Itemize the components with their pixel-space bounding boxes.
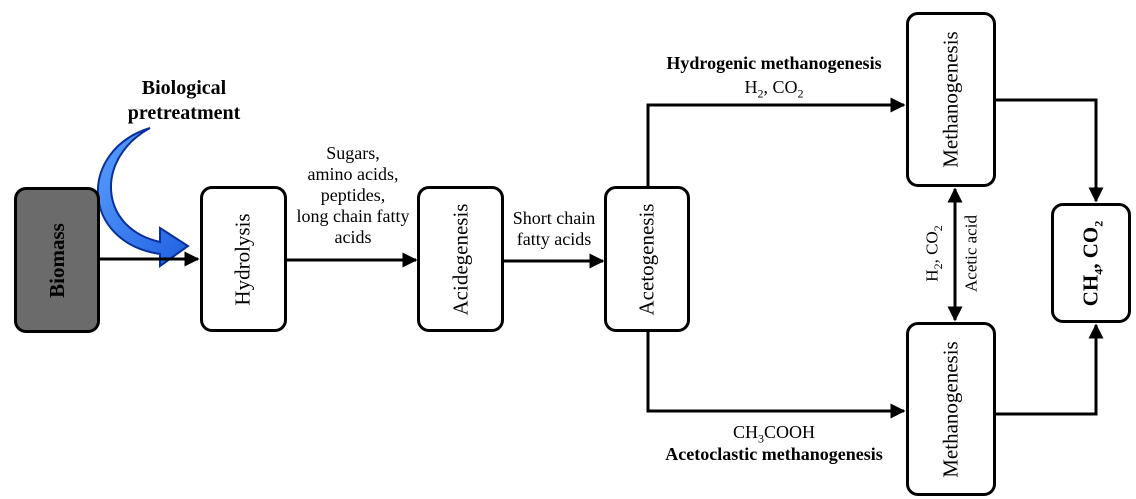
hydrogenic-gas-label: H2, CO2 [744, 77, 804, 101]
arrow-acetoclastic-path [646, 332, 906, 419]
vertical-acetic-label: Acetic acid [961, 215, 981, 292]
arrow-hydrogenic-path [646, 97, 906, 186]
methanogenesis-bottom-node: Methanogenesis [906, 322, 996, 496]
arrow-bottom-to-products [996, 323, 1104, 416]
curved-arrow-icon [97, 127, 190, 268]
pretreatment-label: Biological pretreatment [127, 77, 241, 124]
acetogenesis-label: Acetogenesis [634, 203, 659, 315]
biomass-label: Biomass [44, 222, 69, 298]
vertical-h2co2-label: H2, CO2 [922, 225, 945, 282]
hydrolysis-label: Hydrolysis [231, 212, 255, 306]
acidegenesis-node: Acidegenesis [417, 186, 504, 332]
acetogenesis-node: Acetogenesis [604, 186, 690, 332]
hydrolysis-products-label: Sugars, amino acids, peptides, long chai… [296, 143, 410, 247]
hydrolysis-node: Hydrolysis [200, 186, 287, 332]
methanogenesis-top-label: Methanogenesis [938, 31, 963, 168]
methanogenesis-bottom-label: Methanogenesis [938, 340, 963, 478]
methanogenesis-top-node: Methanogenesis [906, 12, 996, 187]
biomass-node: Biomass [14, 187, 100, 333]
products-node: CH4, CO2 [1051, 203, 1131, 323]
hydrogenic-title: Hydrogenic methanogenesis [666, 53, 882, 73]
acetoclastic-title: Acetoclastic methanogenesis [665, 444, 883, 464]
arrow-top-to-products [996, 98, 1104, 203]
short-chain-label: Short chain fatty acids [512, 208, 596, 249]
acetoclastic-compound-label: CH3COOH [732, 422, 816, 446]
acidegenesis-label: Acidegenesis [448, 203, 472, 315]
products-label: CH4, CO2 [1078, 220, 1106, 306]
